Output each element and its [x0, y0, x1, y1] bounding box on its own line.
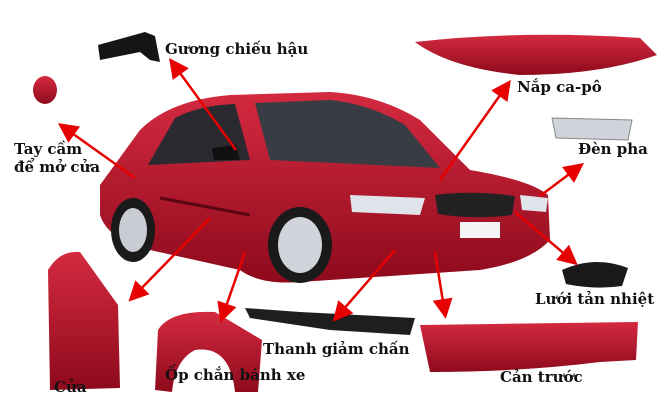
- headlight-image: [551, 117, 633, 141]
- front-bumper-image: [420, 322, 638, 372]
- arrow-bumper-beam: [332, 249, 396, 322]
- handle-image: [33, 76, 57, 104]
- label-fender: Ốp chắn bánh xe: [165, 366, 306, 384]
- label-bumper-beam: Thanh giảm chấn: [263, 340, 410, 358]
- hood-image: [415, 34, 657, 75]
- label-front-bumper: Cản trước: [500, 368, 583, 386]
- arrow-headlight: [539, 163, 584, 197]
- label-mirror: Gương chiếu hậu: [165, 40, 309, 58]
- grille-image: [562, 261, 628, 288]
- mirror-image: [98, 32, 160, 62]
- arrow-front-bumper: [432, 251, 453, 319]
- label-hood: Nắp ca-pô: [517, 78, 602, 96]
- bumper-beam-image: [245, 308, 415, 335]
- arrow-door: [128, 217, 211, 302]
- arrow-grille: [514, 211, 578, 266]
- door-image: [48, 251, 120, 390]
- label-headlight: Đèn pha: [578, 140, 648, 158]
- fender-image: [155, 311, 262, 392]
- arrow-fender: [217, 251, 247, 323]
- car-image: [100, 92, 550, 283]
- label-door: Cửa: [54, 378, 87, 396]
- arrow-mirror: [169, 57, 238, 151]
- label-handle-line1: Tay cầm: [14, 140, 83, 158]
- arrow-hood: [438, 79, 511, 181]
- arrow-handle: [57, 123, 136, 180]
- label-handle-line2: để mở cửa: [14, 158, 101, 176]
- label-grille: Lưới tản nhiệt: [535, 290, 655, 308]
- arrows: [57, 57, 584, 323]
